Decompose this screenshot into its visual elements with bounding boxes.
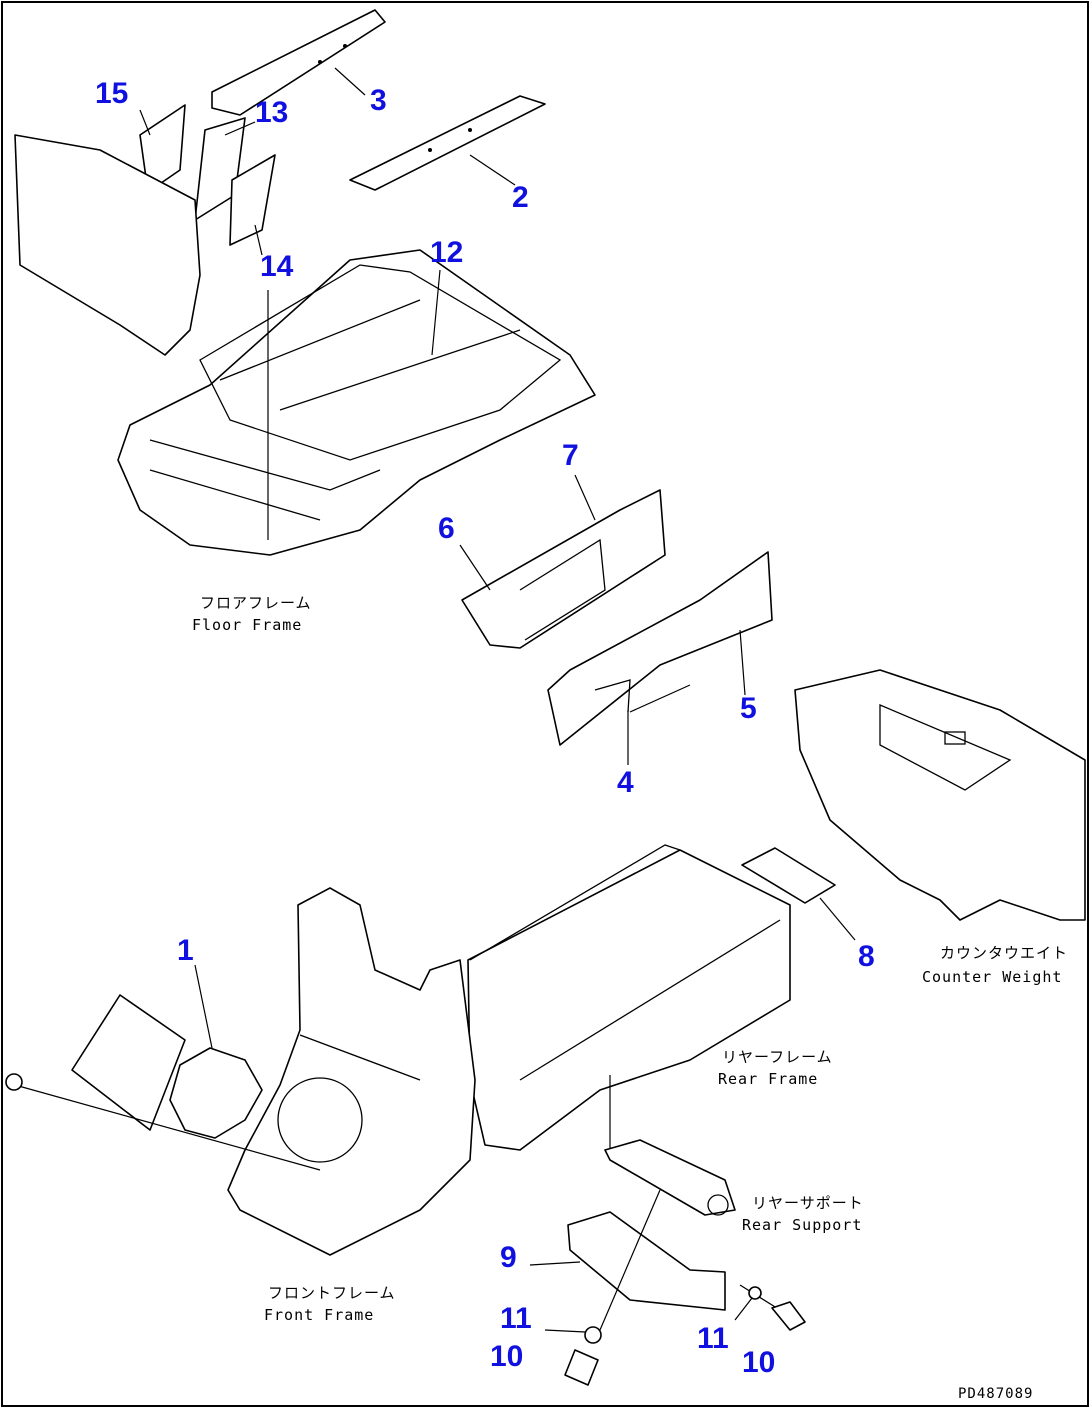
- rear-support: [604, 1139, 736, 1216]
- callout-7: 7: [562, 439, 579, 472]
- callout-8: 8: [858, 940, 875, 973]
- counter-weight-label-jp: カウンタウエイト: [940, 944, 1068, 962]
- part-2-plate: [349, 95, 546, 191]
- hoop-pin-line: [14, 1084, 321, 1171]
- callout-1: 1: [177, 934, 194, 967]
- callout-4: 4: [617, 766, 634, 799]
- washer-11-left: [584, 1326, 602, 1344]
- callout-14: 14: [260, 250, 294, 283]
- rear-frame-label-en: Rear Frame: [718, 1070, 818, 1088]
- part-14-panel: [229, 154, 276, 246]
- callout-2: 2: [512, 181, 529, 214]
- bolt-10-right: [771, 1301, 806, 1331]
- part-6-panel: [461, 489, 666, 649]
- part-7-panel: [519, 538, 606, 641]
- floor-frame-label-en: Floor Frame: [192, 616, 302, 634]
- front-frame-label-jp: フロントフレーム: [268, 1284, 396, 1302]
- callout-15: 15: [95, 77, 128, 110]
- callout-12: 12: [430, 236, 463, 269]
- callout-13: 13: [255, 96, 288, 129]
- part-5-panel: [547, 551, 773, 746]
- part-3-plate: [211, 9, 386, 116]
- rear-support-label-en: Rear Support: [742, 1216, 862, 1234]
- counter-weight: [794, 669, 1086, 921]
- drawing-code: PD487089: [958, 1386, 1033, 1402]
- part-1-cover: [71, 994, 186, 1131]
- callout-5: 5: [740, 692, 757, 725]
- callout-10-left: 10: [490, 1340, 523, 1373]
- callout-11-right: 11: [697, 1322, 729, 1355]
- cab-front-panel: [14, 134, 201, 356]
- callout-9: 9: [500, 1241, 517, 1274]
- rear-frame-label-jp: リヤーフレーム: [722, 1048, 833, 1066]
- part-8-block: [741, 847, 836, 904]
- pin-icon: [5, 1073, 23, 1091]
- rear-frame: [467, 844, 791, 1151]
- floor-frame-label-jp: フロアフレーム: [200, 594, 312, 612]
- counter-weight-label-en: Counter Weight: [922, 968, 1062, 986]
- bolt-10-left: [564, 1349, 599, 1386]
- callout-10-right: 10: [742, 1346, 775, 1379]
- bolt-line-left: [599, 1189, 661, 1331]
- callout-6: 6: [438, 512, 455, 545]
- part-1-disc: [169, 1047, 263, 1139]
- part-9-guard: [567, 1211, 726, 1311]
- washer-11-right: [748, 1286, 762, 1300]
- part-4-panel: [594, 679, 631, 713]
- callout-3: 3: [370, 84, 387, 117]
- rear-support-label-jp: リヤーサポート: [752, 1194, 864, 1212]
- leader-lines: [139, 67, 856, 1333]
- callout-11-left: 11: [500, 1302, 532, 1335]
- front-frame: [227, 887, 476, 1256]
- front-frame-label-en: Front Frame: [264, 1306, 374, 1324]
- floor-frame: [117, 249, 596, 556]
